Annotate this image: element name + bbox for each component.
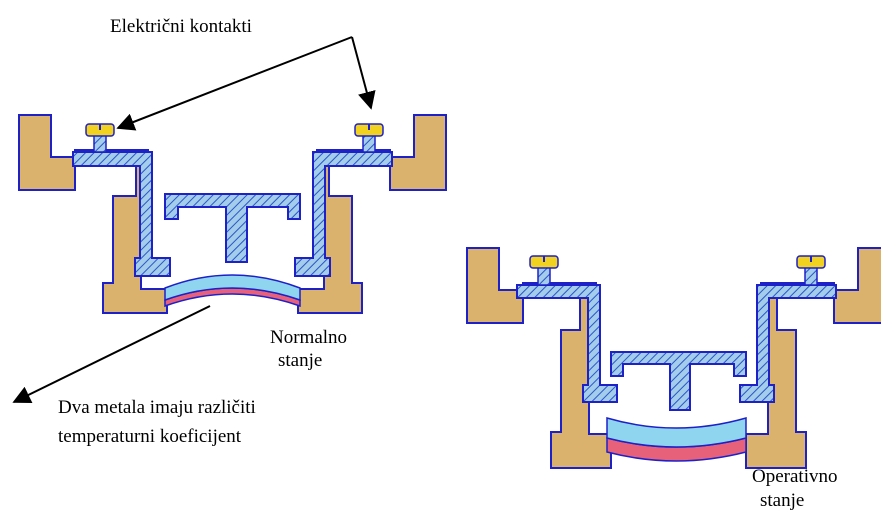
screw-icon [85,123,115,153]
label-operative-state-line2: stanje [760,490,804,511]
arrow-to-bimetal [12,305,211,403]
bridge-contact [164,193,301,263]
label-operative-state-line1: Operativno [752,466,837,487]
bridge-contact [610,351,747,411]
normal-state-assembly [18,114,447,314]
screw-icon [354,123,384,153]
annotation-arrows [12,36,376,403]
bimetal-strip-blue [606,417,747,448]
operative-state-assembly [466,247,881,469]
contact-bracket-left [516,284,618,403]
label-electrical-contacts: Električni kontakti [110,16,252,37]
arrow-to-right-contact [351,36,376,110]
screw-icon [529,255,559,286]
arrow-to-left-contact [116,36,353,131]
contact-bracket-left [72,151,171,277]
bimetal-strip-blue [164,274,301,302]
label-normal-state-line1: Normalno [270,327,347,348]
label-normal-state-line2: stanje [278,350,322,371]
contact-bracket-right [739,284,837,403]
label-bimetal-line2: temperaturni koeficijent [58,426,242,447]
contact-bracket-right [294,151,393,277]
label-bimetal-line1: Dva metala imaju različiti [58,397,256,418]
screw-icon [796,255,826,286]
